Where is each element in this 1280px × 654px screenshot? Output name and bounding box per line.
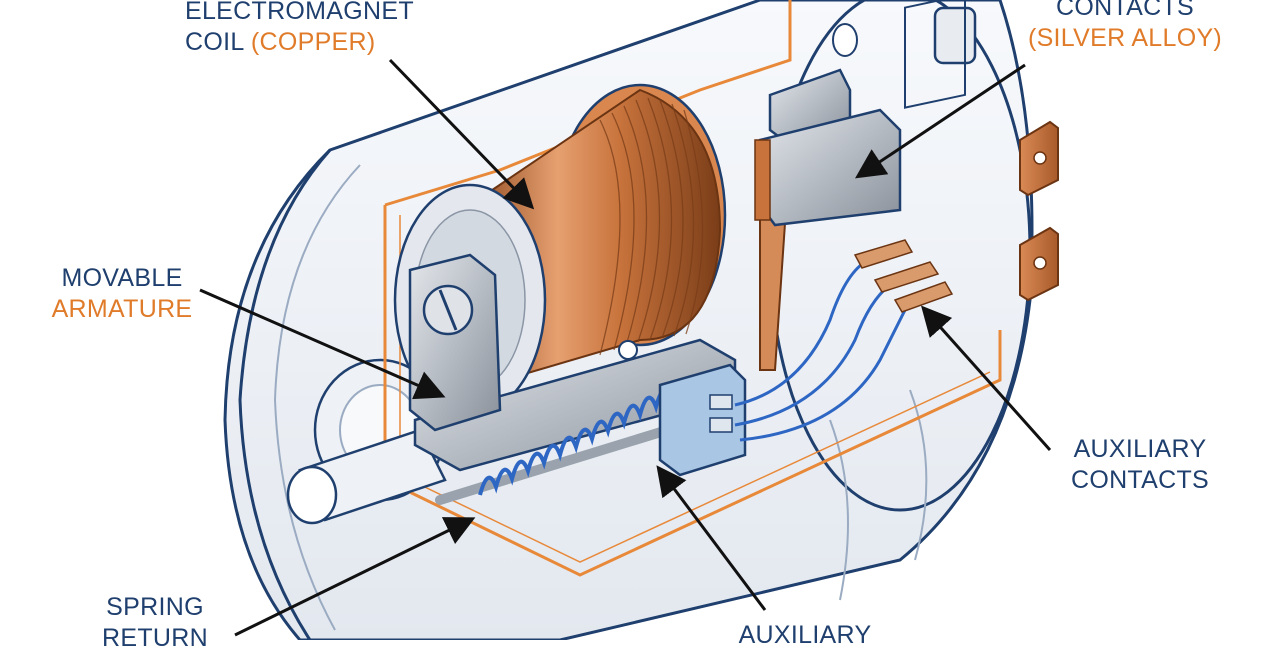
housing-endcap [238, 149, 332, 640]
label-armature-line1: MOVABLE [61, 264, 183, 292]
housing-hole [832, 23, 858, 57]
label-aux-bottom-line1: AUXILIARY [738, 621, 872, 649]
adjust-knob [933, 6, 977, 65]
wire-1 [734, 260, 866, 407]
housing-endcap-inner [273, 164, 361, 631]
housing-band-1 [829, 419, 849, 601]
terminal-housing [904, 0, 966, 109]
housing-band-2 [909, 389, 928, 561]
label-electromagnet-coil: ELECTROMAGNET COIL (COPPER) [185, 0, 414, 58]
label-coil-line2b: (COPPER) [250, 28, 376, 56]
label-contacts-line2: (SILVER ALLOY) [1027, 24, 1223, 52]
label-coil-line2a: COIL [185, 28, 251, 56]
arrow-icon [199, 288, 446, 400]
label-aux-right-line1: AUXILIARY [1073, 435, 1207, 463]
label-contacts: CONTACTS (SILVER ALLOY) [1025, 0, 1225, 54]
arrow-icon [388, 58, 535, 210]
yoke-hole [618, 340, 638, 360]
label-spring-return: SPRING RETURN [80, 592, 230, 654]
main-contacts [754, 68, 902, 371]
contact-copper-strip [754, 139, 771, 221]
label-spring-line1: SPRING [106, 593, 204, 621]
label-armature-line2: ARMATURE [51, 295, 193, 323]
relay-cutaway-diagram [199, 0, 1059, 640]
label-coil-line1: ELECTROMAGNET [185, 0, 414, 25]
arrow-icon [855, 63, 1026, 179]
arrow-icon [921, 305, 1052, 451]
screw-icon [422, 284, 474, 336]
wire-3 [739, 299, 912, 442]
cutaway-outline [383, 0, 1002, 577]
spring-coil [478, 387, 674, 496]
shaft [286, 428, 447, 525]
callout-arrows [199, 58, 1052, 637]
label-movable-armature: MOVABLE ARMATURE [42, 263, 202, 325]
shaft-end [286, 465, 338, 525]
arrow-icon [656, 465, 767, 611]
label-aux-right-line2: CONTACTS [1070, 466, 1210, 494]
label-auxiliary-bottom: AUXILIARY [730, 620, 880, 651]
armature-plate [408, 253, 502, 432]
terminal-tab-icon [853, 239, 954, 313]
label-contacts-line1: CONTACTS [1055, 0, 1195, 21]
auxiliary-terminals [734, 0, 966, 442]
label-spring-line2: RETURN [102, 624, 208, 652]
coil-turns [599, 97, 704, 356]
auxiliary-contact-block [658, 363, 747, 477]
label-auxiliary-contacts: AUXILIARY CONTACTS [1060, 434, 1220, 496]
wire-2 [734, 283, 891, 427]
arrow-icon [234, 517, 476, 637]
external-terminal-tabs [1019, 120, 1059, 302]
return-spring [435, 387, 705, 505]
